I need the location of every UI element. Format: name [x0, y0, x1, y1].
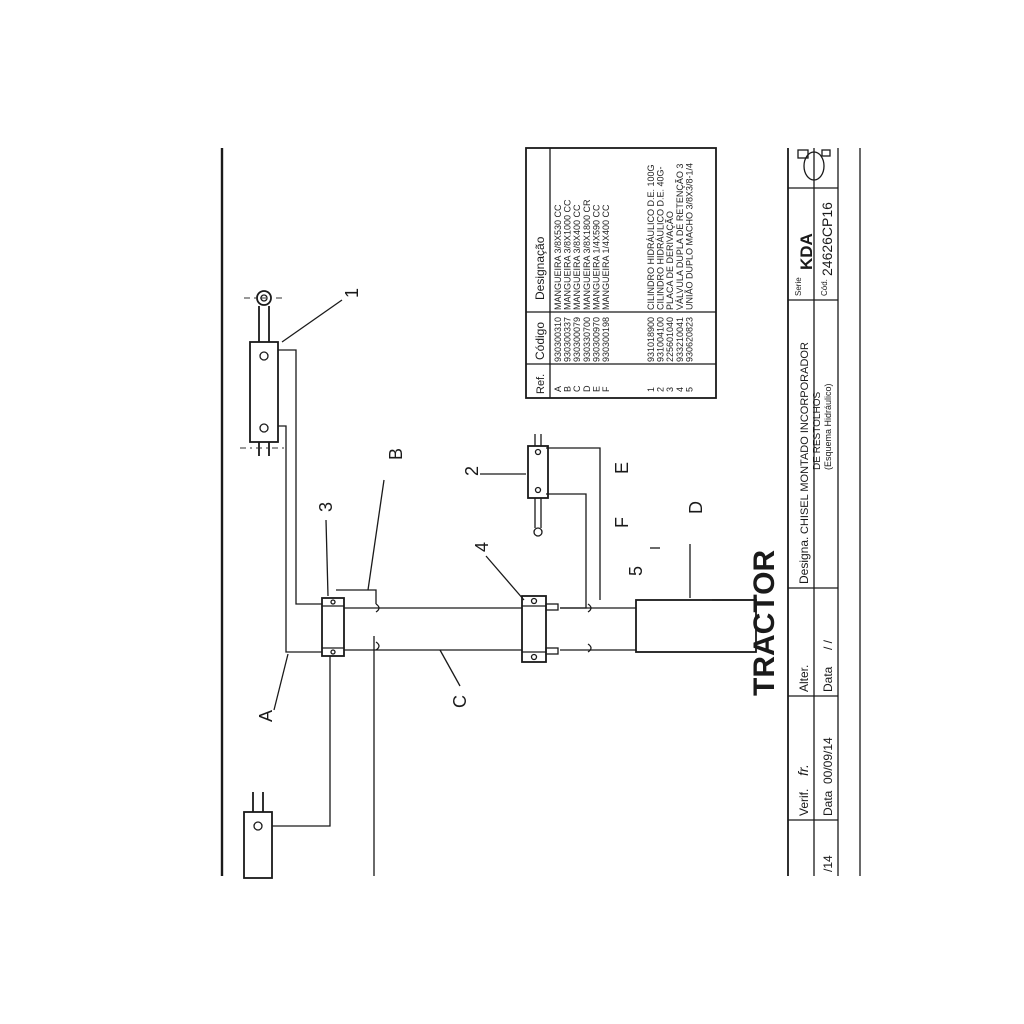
table-row-code: 933210041 [675, 317, 685, 362]
check-valve-4 [521, 595, 559, 663]
title-serie-label: Serie [794, 277, 803, 296]
callout-B: B [386, 448, 406, 460]
cylinder-1-lower [243, 792, 273, 879]
callout-E: E [612, 462, 632, 474]
title-desig-line2: DE RESTOLHOS [812, 392, 823, 470]
table-row-desig: MANGUEIRA 3/8X1800 CR [582, 199, 592, 310]
title-desig-label: Designa. [797, 537, 811, 584]
table-row-ref: 1 [646, 387, 656, 392]
table-row-desig: VÁLVULA DUPLA DE RETENÇÃO 3 [675, 164, 685, 310]
table-row-desig: MANGUEIRA 1/4X590 CC [591, 204, 601, 310]
table-row-code: 931004100 [656, 317, 666, 362]
callout-1: 1 [342, 288, 362, 298]
cylinder-2 [527, 434, 549, 537]
table-row-ref: 2 [656, 387, 666, 392]
table-row-code: 930300337 [563, 317, 573, 362]
table-row-code: 225601040 [665, 317, 675, 362]
callout-2: 2 [462, 466, 482, 476]
company-logo-icon [797, 149, 831, 181]
cylinder-1 [240, 290, 284, 456]
title-cod-label: Cód. [820, 279, 829, 296]
title-serie-value: KDA [797, 233, 816, 270]
title-data-label-1: Data [821, 790, 835, 816]
table-row-code: 930300079 [572, 317, 582, 362]
table-row-code: 930300970 [591, 317, 601, 362]
title-block: Designa. CHISEL MONTADO INCORPORADOR DE … [787, 148, 839, 876]
table-row-desig: MANGUEIRA 3/8X530 CC [553, 204, 563, 310]
title-data-value-2: / / [821, 639, 835, 650]
header-code: Código [533, 322, 547, 360]
title-alter-label: Alter. [797, 665, 811, 692]
table-row-desig: CILINDRO HIDRÁULICO D.E. 100G [646, 164, 656, 310]
table-row-desig: PLACA DE DERIVAÇÃO [665, 211, 675, 310]
table-row-code: 930620823 [684, 317, 694, 362]
title-data-value-1: 00/09/14 [821, 737, 835, 784]
leader-lines [273, 299, 691, 711]
callout-A: A [256, 710, 276, 722]
table-row-desig: CILINDRO HIDRÁULICO D.E. 40G- [656, 166, 666, 310]
header-ref: Ref. [535, 374, 547, 394]
table-row-code: 930300198 [601, 317, 611, 362]
title-left-data: /14 [821, 855, 835, 872]
callout-D: D [686, 501, 706, 514]
table-row-ref: D [582, 385, 592, 392]
tractor-label: TRACTOR [748, 550, 781, 696]
title-data-label-2: Data [821, 666, 835, 692]
callout-3: 3 [316, 502, 336, 512]
table-row-desig: MANGUEIRA 3/8X1000 CC [563, 199, 573, 310]
derivation-plate-3 [321, 597, 345, 657]
table-row-desig: MANGUEIRA 1/4X400 CC [601, 204, 611, 310]
title-verif-label: Verif. [797, 789, 811, 816]
table-row-ref: 3 [665, 387, 675, 392]
callout-5: 5 [626, 566, 646, 576]
title-verif-sign: fr. [795, 764, 811, 776]
hydraulic-lines [272, 349, 757, 876]
schematic: 1 2 3 4 5 A B C D E F TRACTOR [240, 288, 781, 879]
table-row-desig: MANGUEIRA 3/8X400 CC [572, 204, 582, 310]
callout-C: C [450, 695, 470, 708]
parts-rows: A 930300310 MANGUEIRA 3/8X530 CC B 930300337… [553, 163, 694, 392]
parts-table: Ref. Código Designação A930300310MANGUEI… [525, 147, 717, 399]
table-row-ref: F [601, 386, 611, 392]
table-row-ref: B [563, 386, 573, 392]
table-row-code: 930330700 [582, 317, 592, 362]
table-row-ref: E [591, 386, 601, 392]
callout-4: 4 [472, 542, 492, 552]
table-row-ref: A [553, 386, 563, 392]
header-desig: Designação [533, 236, 547, 300]
table-row-code: 930300310 [553, 317, 563, 362]
table-row-ref: C [572, 385, 582, 392]
table-row-code: 931018900 [646, 317, 656, 362]
table-row-desig: UNIÃO DUPLO MACHO 3/8X3/8-1/4 [684, 163, 694, 310]
callout-F: F [612, 517, 632, 528]
table-row-ref: 4 [675, 387, 685, 392]
title-desig-line3: (Esquema Hidráulico) [823, 383, 833, 470]
drawing-frame [220, 148, 861, 876]
callouts: 1 2 3 4 5 A B C D E F [256, 288, 706, 722]
title-cod-value: 24626CP16 [819, 202, 835, 276]
table-row-ref: 5 [684, 387, 694, 392]
title-desig-line1: CHISEL MONTADO INCORPORADOR [799, 342, 811, 534]
